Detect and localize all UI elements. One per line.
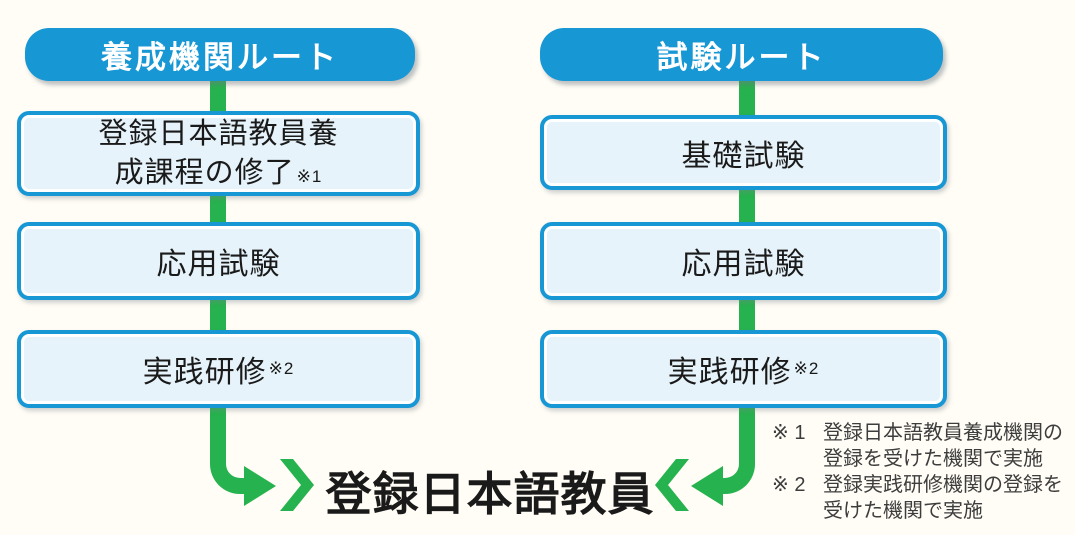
right-route-arrowhead-icon <box>691 466 723 506</box>
step-label: 応用試験 <box>156 248 281 281</box>
result-registered-teacher-label: 登録日本語教員 <box>325 468 655 520</box>
step-label: 応用試験 <box>681 248 806 281</box>
right-route-chevron-icon <box>655 459 689 511</box>
step-applied-exam-right: 応用試験 <box>540 222 947 300</box>
footnote-text: 登録実践研修機関の登録を 受けた機関で実施 <box>823 474 1063 522</box>
footnote-marker: ※ 1 <box>772 422 806 444</box>
step-label: 実践研修 <box>142 356 267 389</box>
footnote-text: 登録日本語教員養成機関の 登録を受けた機関で実施 <box>823 422 1063 470</box>
step-practical-training-left: 実践研修※2 <box>17 330 420 408</box>
left-route-chevron-icon <box>280 459 314 511</box>
step-training-course-completion: 登録日本語教員養 成課程の修了※1 <box>17 111 420 196</box>
note-ref-1: ※1 <box>296 166 323 186</box>
footnote-2: ※ 2 登録実践研修機関の登録を 受けた機関で実施 <box>772 472 1072 524</box>
note-ref-2: ※2 <box>268 359 295 378</box>
step-label: 実践研修 <box>667 356 792 389</box>
note-ref-2: ※2 <box>793 359 820 378</box>
right-route-elbow-line <box>719 444 755 494</box>
step-basic-exam: 基礎試験 <box>540 115 947 190</box>
footnote-1: ※ 1 登録日本語教員養成機関の 登録を受けた機関で実施 <box>772 420 1072 472</box>
left-route-arrowhead-icon <box>244 466 276 506</box>
step-label: 登録日本語教員養 成課程の修了※1 <box>98 118 339 189</box>
route-header-training-institution: 養成機関ルート <box>25 28 415 81</box>
footnote-marker: ※ 2 <box>772 474 806 496</box>
step-applied-exam-left: 応用試験 <box>17 222 420 300</box>
step-label: 基礎試験 <box>681 139 806 173</box>
route-header-exam: 試験ルート <box>540 28 943 81</box>
step-practical-training-right: 実践研修※2 <box>540 330 947 408</box>
footnotes: ※ 1 登録日本語教員養成機関の 登録を受けた機関で実施 ※ 2 登録実践研修機… <box>772 420 1072 524</box>
